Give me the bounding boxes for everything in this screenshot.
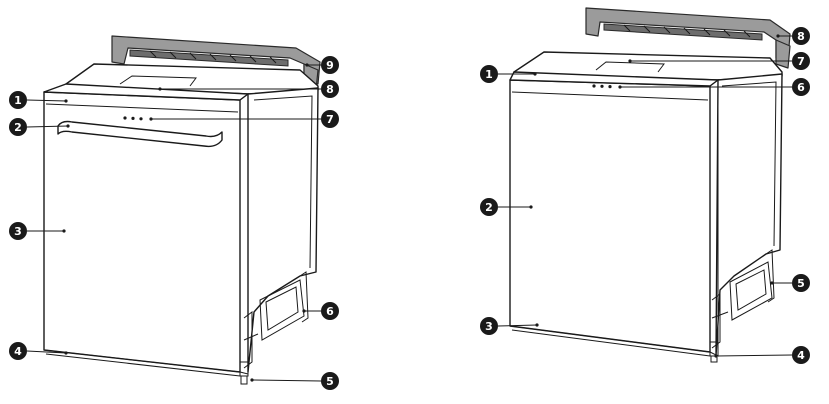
callout-number: 5 [797, 277, 805, 290]
callout-number: 5 [326, 375, 334, 388]
leader-end-dot [64, 99, 68, 103]
callout-number: 2 [485, 201, 493, 214]
callout-a-3: 3 [9, 222, 66, 240]
callout-b-5: 5 [770, 274, 810, 292]
leader-end-dot [66, 124, 70, 128]
callout-b-2: 2 [480, 198, 533, 216]
callout-number: 3 [485, 320, 493, 333]
callout-a-1: 1 [9, 91, 68, 109]
leader-line [26, 99, 67, 102]
callout-badge [480, 198, 498, 216]
callout-badge [480, 317, 498, 335]
callout-a-2: 2 [9, 118, 70, 136]
callouts: 1 2 3 4 5 6 7 8 9 1 2 3 4 5 6 7 8 [9, 27, 810, 390]
callout-badge [792, 346, 810, 364]
leader-end-dot [714, 354, 718, 358]
callout-b-7: 7 [628, 52, 810, 70]
callout-a-5: 5 [250, 372, 339, 390]
callout-number: 3 [14, 225, 22, 238]
callout-b-1: 1 [480, 65, 537, 83]
callout-badge [321, 80, 339, 98]
leader-end-dot [533, 72, 537, 76]
callout-number: 6 [797, 81, 805, 94]
callout-badge [792, 274, 810, 292]
callout-number: 6 [326, 305, 334, 318]
indicator-lights-a [123, 116, 143, 121]
indicator-lights-b [592, 84, 612, 89]
callout-badge [321, 110, 339, 128]
callout-badge [321, 372, 339, 390]
leader-end-dot [770, 281, 774, 285]
callout-b-3: 3 [480, 317, 539, 335]
callout-a-6: 6 [302, 302, 339, 320]
callout-number: 9 [326, 59, 334, 72]
callout-badge [9, 91, 27, 109]
leader-line [26, 125, 69, 128]
callout-badge [792, 27, 810, 45]
leader-end-dot [149, 117, 153, 121]
callout-badge [321, 302, 339, 320]
door-handle-a [57, 120, 223, 148]
callout-b-4: 4 [714, 346, 810, 364]
callout-number: 2 [14, 121, 22, 134]
leader-end-dot [250, 378, 254, 382]
side-panel-b [715, 73, 783, 357]
callout-badge [792, 78, 810, 96]
callout-number: 7 [797, 55, 805, 68]
callout-number: 4 [797, 349, 805, 362]
leader-end-dot [628, 59, 632, 63]
callout-number: 8 [797, 30, 805, 43]
leader-line [251, 379, 322, 382]
callout-badge [9, 222, 27, 240]
callout-a-8: 8 [158, 80, 339, 98]
leader-line [715, 354, 793, 357]
callout-badge [321, 56, 339, 74]
leveling-leg-a [239, 361, 249, 385]
callout-number: 7 [326, 113, 334, 126]
callout-badge [9, 342, 27, 360]
callout-b-8: 8 [776, 27, 810, 45]
leader-end-dot [535, 323, 539, 327]
leader-end-dot [618, 85, 622, 89]
callout-number: 1 [485, 68, 493, 81]
callout-a-4: 4 [9, 342, 68, 360]
callout-number: 4 [14, 345, 22, 358]
dishwasher-a [43, 35, 321, 385]
callout-a-7: 7 [149, 110, 339, 128]
dishwasher-b [509, 7, 791, 363]
leader-end-dot [64, 351, 68, 355]
callout-b-6: 6 [618, 78, 810, 96]
leader-end-dot [158, 87, 162, 91]
leader-end-dot [305, 63, 309, 67]
leader-end-dot [302, 309, 306, 313]
side-panel-a [247, 87, 319, 373]
callout-badge [480, 65, 498, 83]
callout-number: 8 [326, 83, 334, 96]
callout-badge [792, 52, 810, 70]
leader-end-dot [529, 205, 533, 209]
callout-a-9: 9 [305, 56, 339, 74]
leader-end-dot [776, 34, 780, 38]
leader-line [26, 350, 67, 354]
callout-number: 1 [14, 94, 22, 107]
mounting-frame-a [111, 35, 321, 91]
leveling-leg-b [709, 341, 719, 363]
leader-end-dot [62, 229, 66, 233]
callout-badge [9, 118, 27, 136]
leader-line [497, 324, 538, 327]
